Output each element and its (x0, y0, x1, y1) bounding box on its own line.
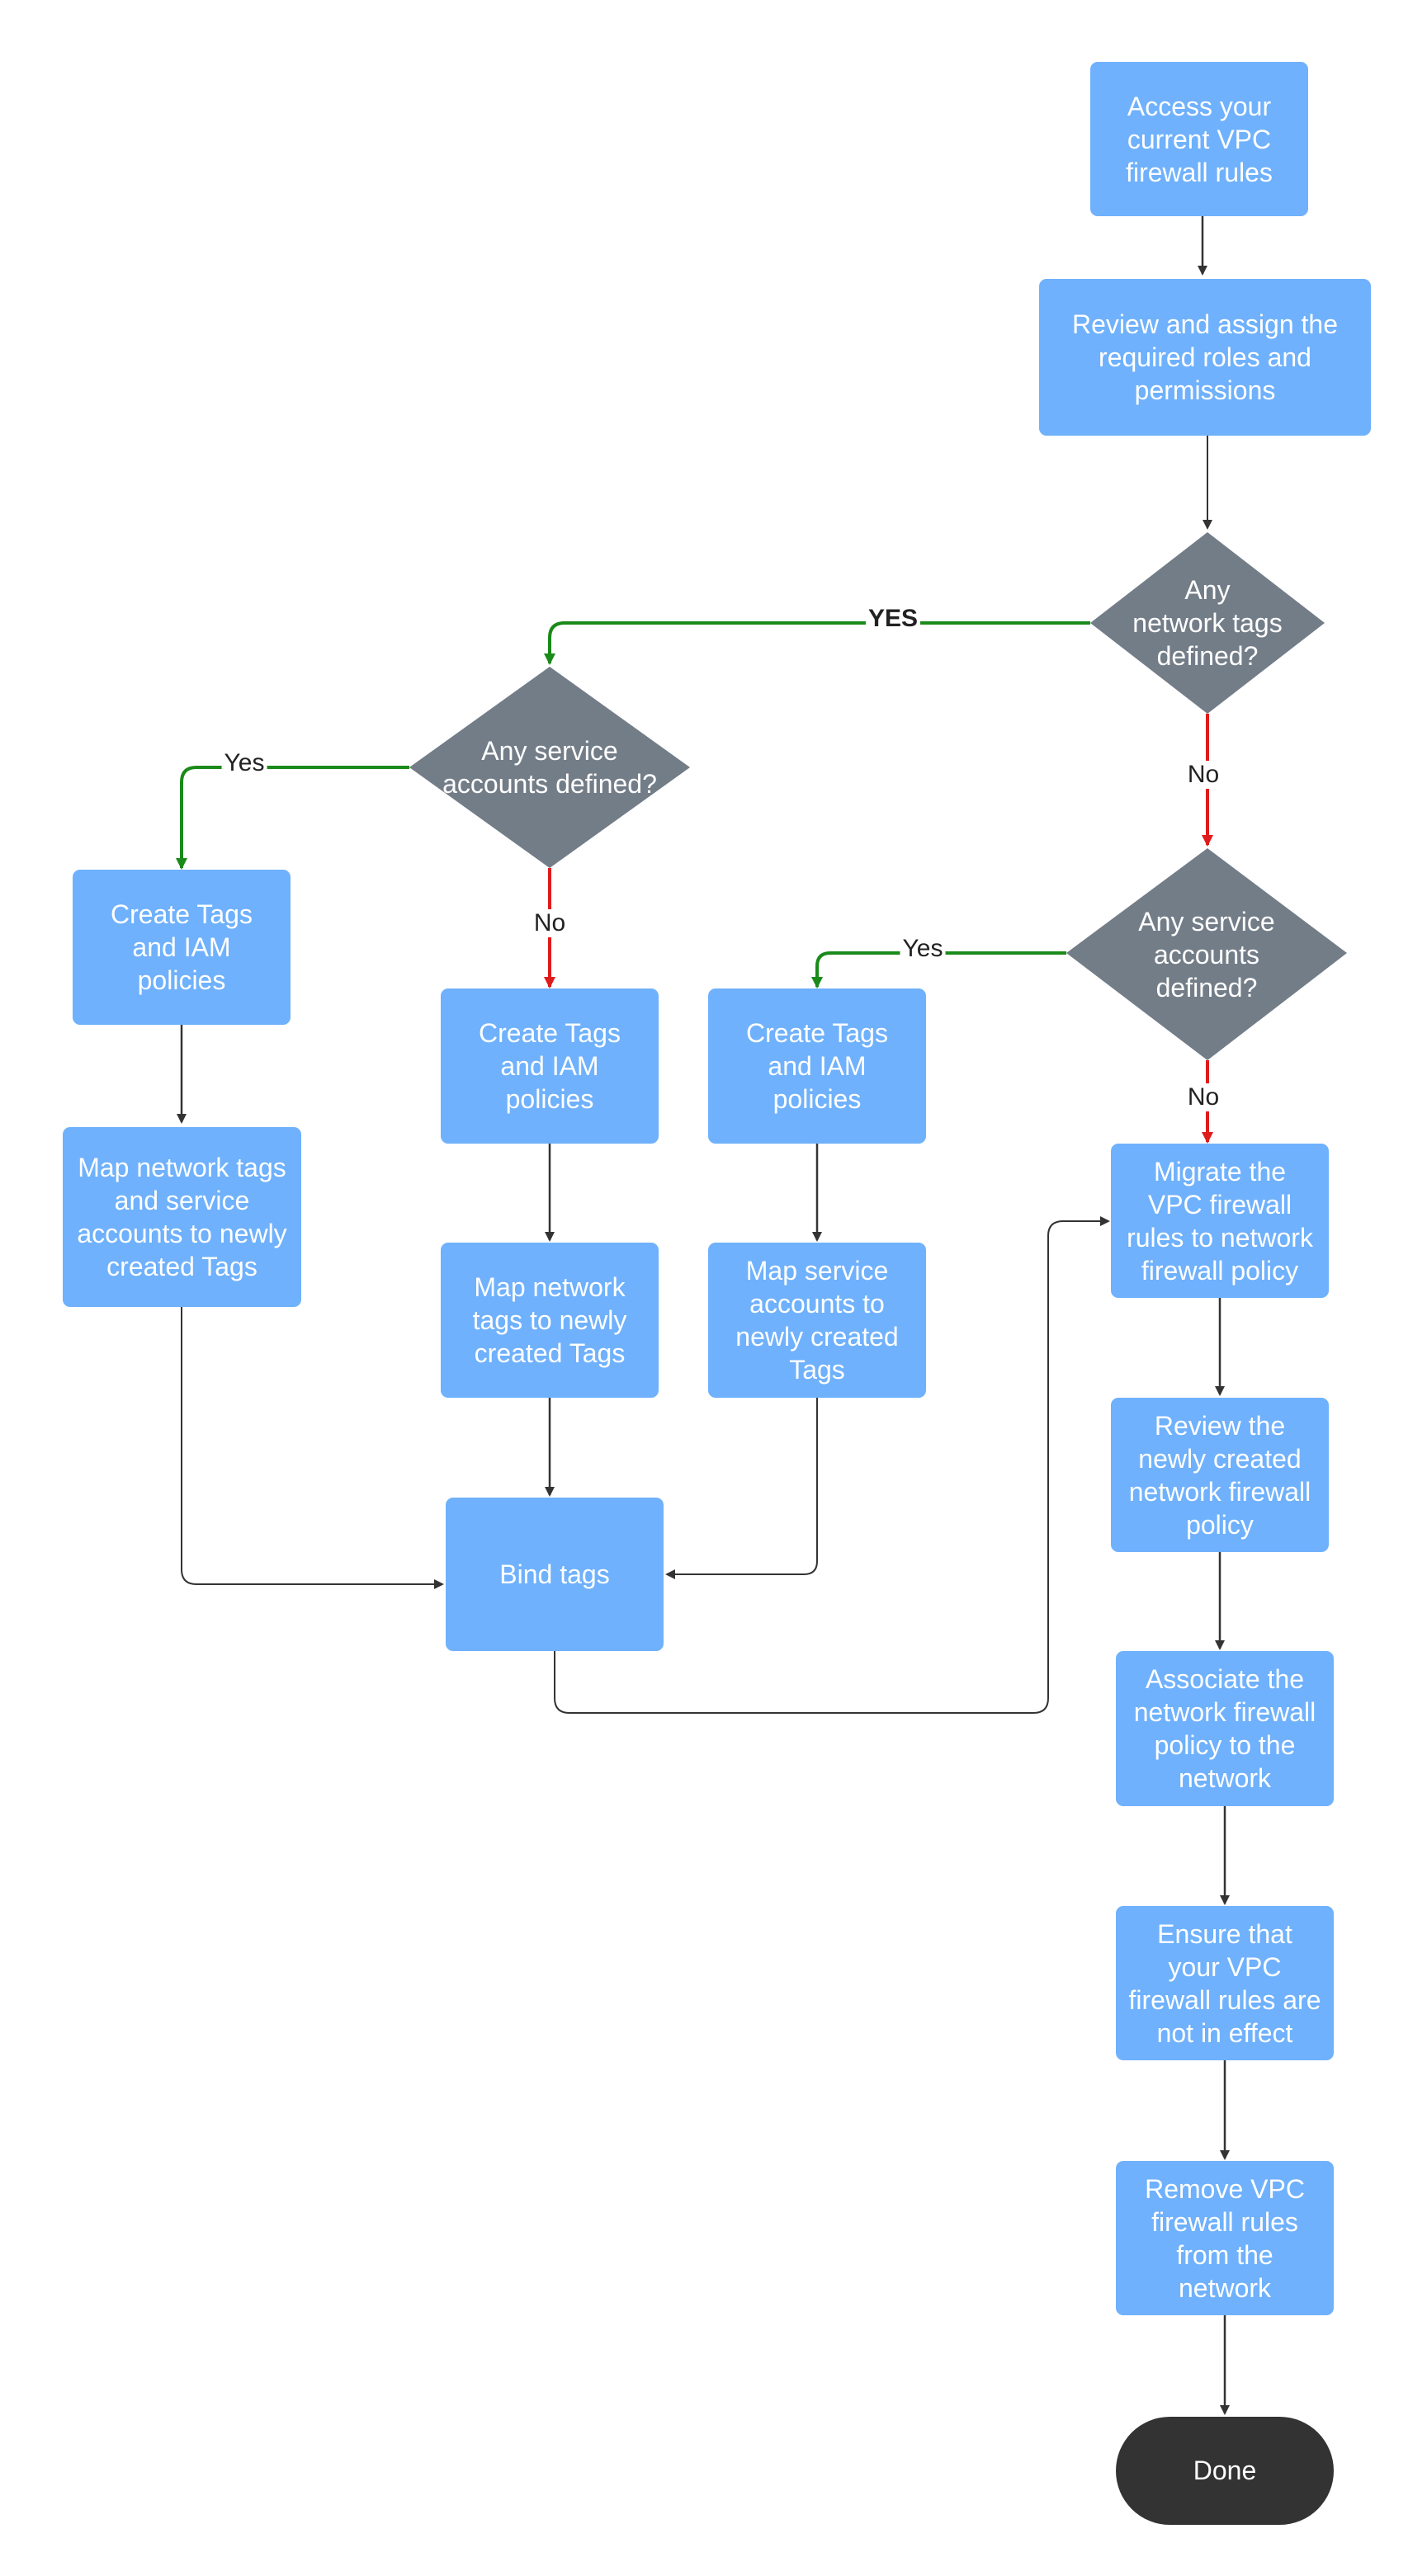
edge-bind-to-migrate (554, 1216, 1110, 1714)
decision-service-accounts-left-label: Any service accounts defined? (442, 736, 657, 799)
edge-label-no-sa-right: No (1184, 1083, 1222, 1111)
edge-label-yes-network-tags: YES (865, 605, 921, 633)
edge-map-c-to-bind (665, 1398, 818, 1579)
decision-service-accounts-right-shape (1066, 848, 1347, 1060)
edge-map-a-to-bind (181, 1307, 444, 1589)
step-migrate-rules: Migrate the VPC firewall rules to networ… (1111, 1144, 1329, 1298)
step-bind-tags: Bind tags (446, 1498, 664, 1651)
edge-label-yes-sa-left: Yes (221, 749, 267, 777)
decision-network-tags-shape (1090, 532, 1325, 714)
edge-yes-network-tags (544, 621, 1090, 665)
step-associate-policy: Associate the network firewall policy to… (1116, 1651, 1334, 1806)
terminal-done: Done (1116, 2417, 1334, 2525)
step-access-firewall-rules: Access your current VPC firewall rules (1090, 62, 1308, 216)
decision-network-tags-label: Any network tags defined? (1132, 575, 1283, 671)
step-map-network-tags: Map network tags to newly created Tags (441, 1243, 659, 1398)
step-create-tags-c: Create Tags and IAM policies (708, 988, 926, 1144)
decision-service-accounts-left-shape (409, 667, 690, 868)
edge-label-yes-sa-right: Yes (900, 935, 946, 963)
step-remove-rules: Remove VPC firewall rules from the netwo… (1116, 2161, 1334, 2315)
decision-service-accounts-right-label: Any service accounts defined? (1138, 906, 1275, 1003)
edge-yes-sa-right (811, 951, 1066, 988)
step-map-network-tags-and-service-accounts: Map network tags and service accounts to… (63, 1127, 301, 1307)
edge-label-no-sa-left: No (531, 909, 569, 937)
edge-yes-sa-left (176, 766, 409, 870)
step-ensure-rules-not-in-effect: Ensure that your VPC firewall rules are … (1116, 1906, 1334, 2060)
edge-label-no-network-tags: No (1184, 761, 1222, 789)
step-create-tags-b: Create Tags and IAM policies (441, 988, 659, 1144)
step-review-roles: Review and assign the required roles and… (1039, 279, 1371, 436)
step-review-policy: Review the newly created network firewal… (1111, 1398, 1329, 1552)
step-create-tags-a: Create Tags and IAM policies (73, 870, 291, 1025)
step-map-service-accounts: Map service accounts to newly created Ta… (708, 1243, 926, 1398)
